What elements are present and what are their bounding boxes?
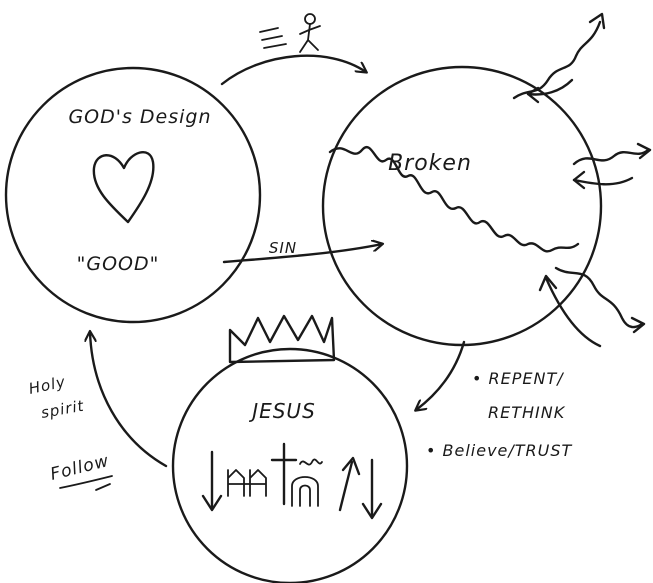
- jesus-circle: JESUS: [171, 314, 409, 583]
- design-title: GOD's Design: [68, 106, 211, 128]
- break-line-zigzag: [328, 146, 580, 253]
- running-figure-icon: [259, 13, 321, 53]
- heart-icon: [92, 151, 155, 224]
- follow-label: Follow: [48, 451, 111, 485]
- broken-title: Broken: [388, 151, 472, 176]
- jesus-title: JESUS: [248, 399, 316, 423]
- jesus-to-design-arrow: [90, 332, 168, 468]
- cross-icon: [270, 442, 298, 506]
- broken-to-jesus-arrow: [416, 340, 466, 410]
- manger-icon: [227, 469, 267, 497]
- tomb-icon: [291, 458, 323, 507]
- escape-attempt-bottom: [538, 266, 646, 348]
- design-circle: GOD's Design "GOOD": [4, 66, 262, 324]
- escape-attempt-right: [572, 142, 652, 190]
- sin-label: SIN: [269, 239, 297, 257]
- descend-arrow-icon: [201, 450, 223, 512]
- return-arrow-icon: [361, 458, 383, 520]
- escape-attempt-top: [512, 12, 606, 104]
- believe-label: • Believe/TRUST: [426, 441, 573, 460]
- good-label: "GOOD": [77, 253, 160, 275]
- rethink-label: RETHINK: [488, 403, 566, 422]
- design-to-broken-arrow: [220, 54, 366, 86]
- repent-label: • REPENT/: [472, 369, 564, 388]
- spirit-label: spirit: [40, 397, 86, 422]
- crown-icon: [228, 314, 336, 364]
- ascend-arrow-icon: [338, 456, 361, 512]
- follow-underline: [59, 475, 113, 491]
- holy-label: Holy: [27, 372, 68, 397]
- sin-arrow: [222, 244, 382, 264]
